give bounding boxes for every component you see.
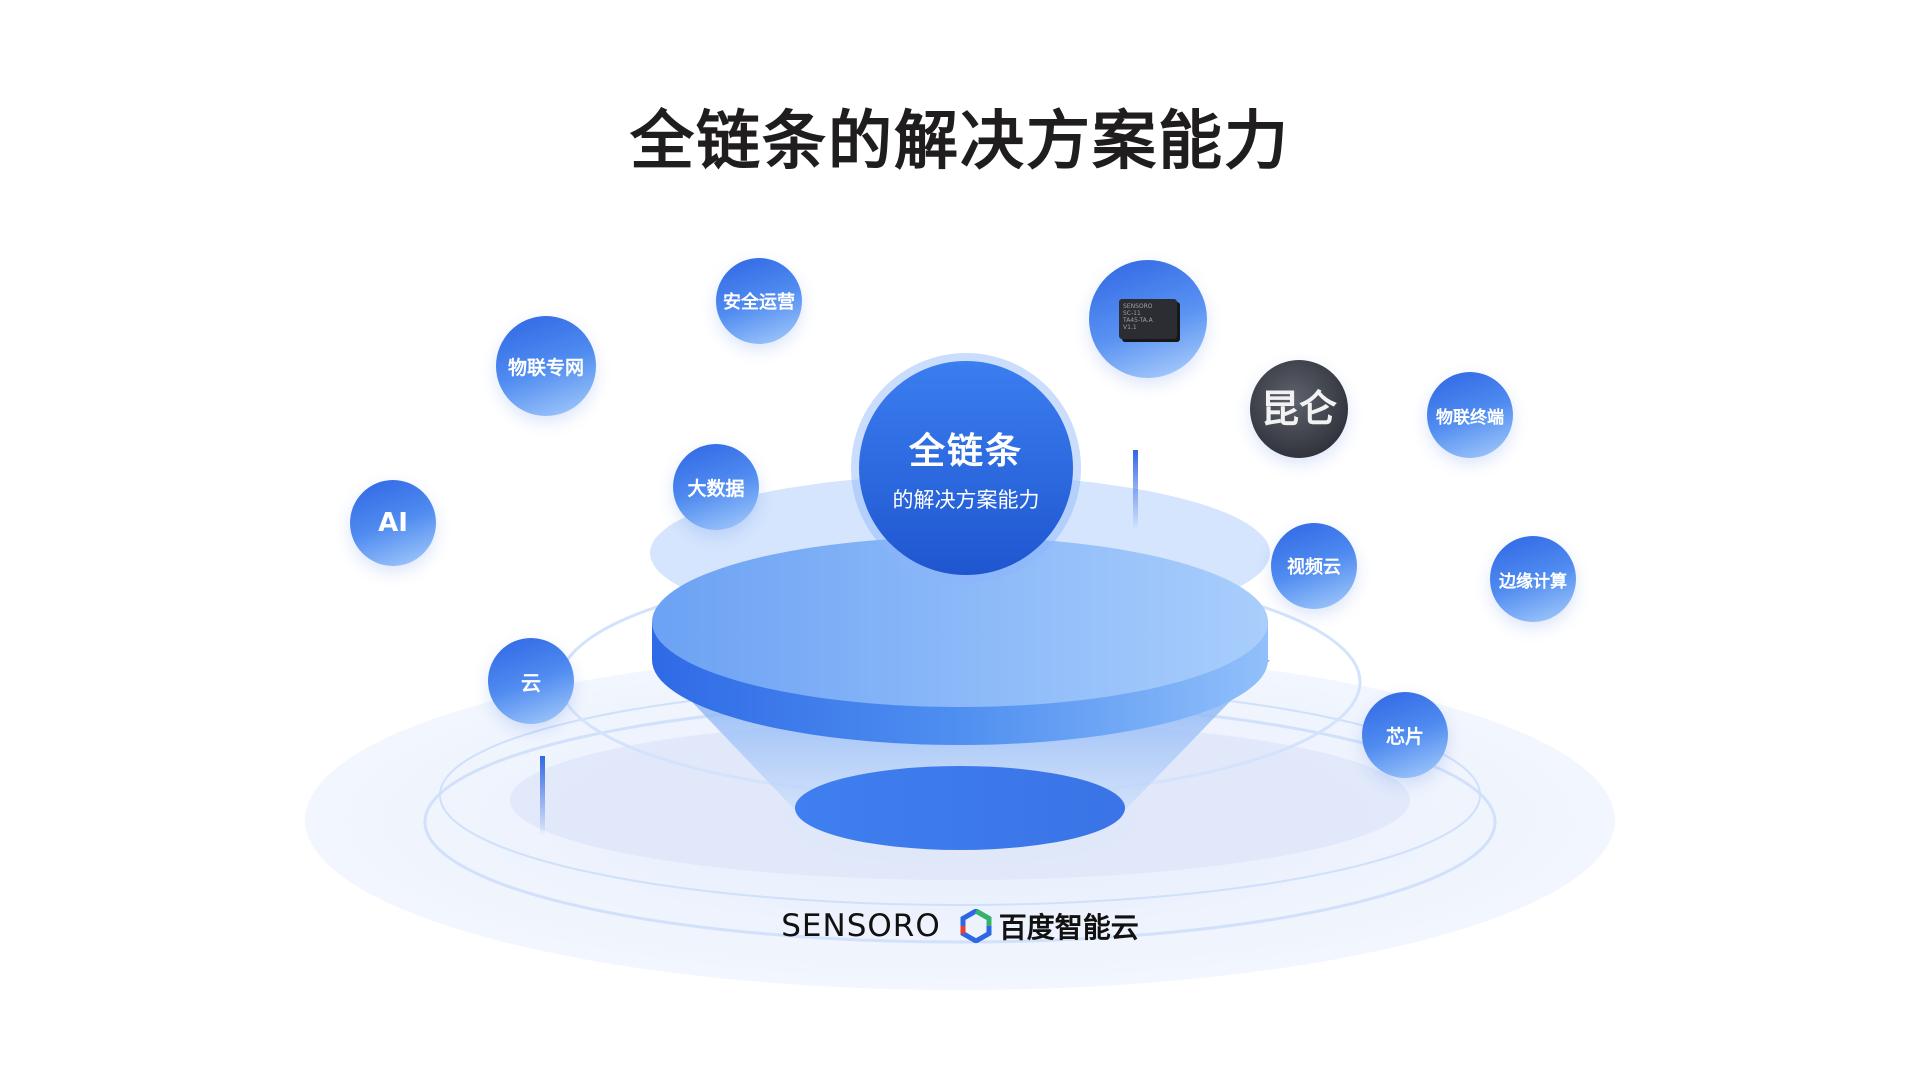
sensor-chip-icon: SENSORO SC-11 TA45-TA.A V1.1 bbox=[1119, 299, 1177, 339]
node-video-cloud: 视频云 bbox=[1271, 523, 1357, 609]
brand-bar: SENSORO 百度智能云 bbox=[0, 906, 1920, 946]
node-edge-computing: 边缘计算 bbox=[1490, 536, 1576, 622]
node-big-data: 大数据 bbox=[673, 444, 759, 530]
node-cloud: 云 bbox=[488, 638, 574, 724]
page-title: 全链条的解决方案能力 bbox=[630, 105, 1290, 179]
baidu-cloud-icon bbox=[960, 909, 992, 943]
kunlun-logo: 昆仑 bbox=[1260, 386, 1337, 431]
node-kunlun: 昆仑 bbox=[1250, 360, 1348, 458]
node-iot-terminal: 物联终端 bbox=[1427, 372, 1513, 458]
node-chip: 芯片 bbox=[1362, 692, 1448, 778]
node-security-ops: 安全运营 bbox=[716, 258, 802, 344]
center-title: 全链条 bbox=[908, 431, 1023, 472]
node-iot-network: 物联专网 bbox=[496, 316, 596, 416]
node-ai: AI bbox=[350, 480, 436, 566]
center-node: 全链条 的解决方案能力 bbox=[851, 353, 1081, 583]
node-chip-image: SENSORO SC-11 TA45-TA.A V1.1 bbox=[1089, 260, 1207, 378]
baidu-cloud-logo: 百度智能云 bbox=[959, 906, 1139, 946]
sensoro-logo: SENSORO bbox=[781, 908, 941, 944]
center-subtitle: 的解决方案能力 bbox=[892, 488, 1040, 512]
